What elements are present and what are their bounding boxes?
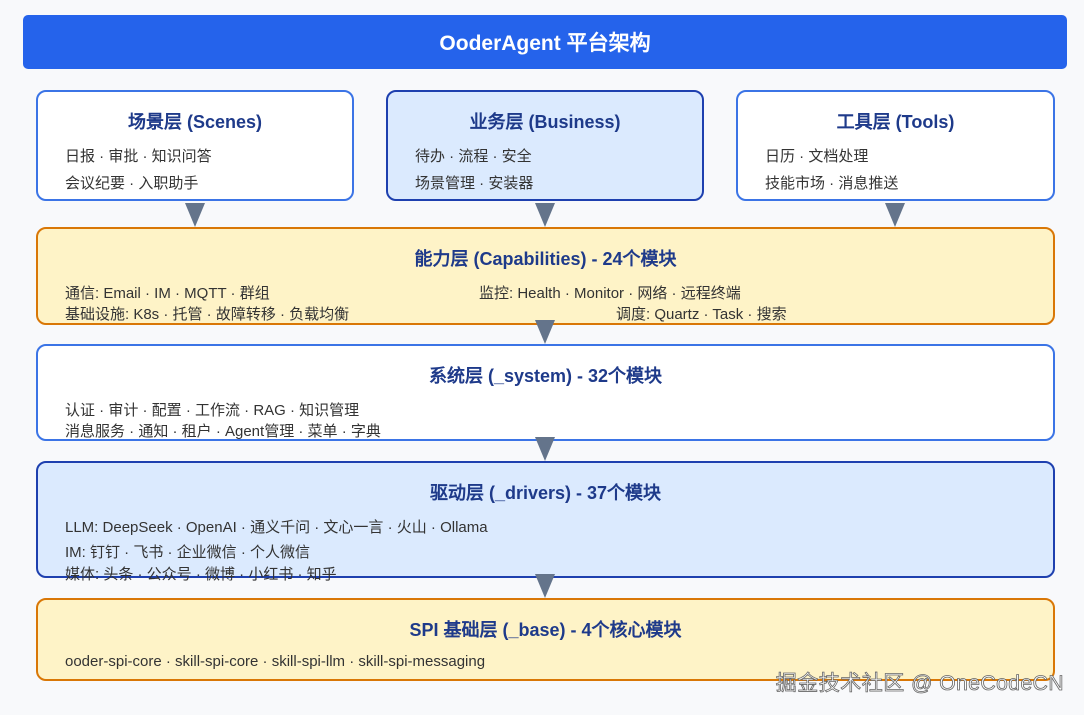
layer-line: LLM: DeepSeek · OpenAI · 通义千问 · 文心一言 · 火… xyxy=(65,519,488,536)
capabilities-layer: 能力层 (Capabilities) - 24个模块 通信: Email · I… xyxy=(36,227,1055,325)
business-layer: 业务层 (Business) 待办 · 流程 · 安全 场景管理 · 安装器 xyxy=(386,90,704,201)
layer-title: 系统层 (_system) - 32个模块 xyxy=(428,366,663,386)
layer-title: SPI 基础层 (_base) - 4个核心模块 xyxy=(409,620,682,640)
scenes-layer: 场景层 (Scenes) 日报 · 审批 · 知识问答 会议纪要 · 入职助手 xyxy=(36,90,354,201)
layer-line: 日报 · 审批 · 知识问答 xyxy=(65,148,212,165)
drivers-layer: 驱动层 (_drivers) - 37个模块 LLM: DeepSeek · O… xyxy=(36,461,1055,583)
layer-line: 认证 · 审计 · 配置 · 工作流 · RAG · 知识管理 xyxy=(65,402,360,419)
diagram-title: OoderAgent 平台架构 xyxy=(23,15,1067,69)
arrow-down-icon xyxy=(535,203,555,227)
tools-layer: 工具层 (Tools) 日历 · 文档处理 技能市场 · 消息推送 xyxy=(736,90,1055,201)
layer-line: 会议纪要 · 入职助手 xyxy=(65,175,199,192)
layer-line: ooder-spi-core · skill-spi-core · skill-… xyxy=(65,653,486,670)
layer-line: 媒体: 头条 · 公众号 · 微博 · 小红书 · 知乎 xyxy=(65,566,337,583)
arrow-down-icon xyxy=(185,203,205,227)
arrow-down-icon xyxy=(535,320,555,344)
layer-title: 能力层 (Capabilities) - 24个模块 xyxy=(414,249,677,269)
watermark: 掘金技术社区 @ OneCodeCN xyxy=(775,672,1064,696)
layer-line: IM: 钉钉 · 飞书 · 企业微信 · 个人微信 xyxy=(65,544,310,561)
layer-title: 工具层 (Tools) xyxy=(836,112,955,132)
layer-line: 基础设施: K8s · 托管 · 故障转移 · 负载均衡 xyxy=(65,306,350,323)
layer-line: 日历 · 文档处理 xyxy=(765,148,869,165)
layer-line: 场景管理 · 安装器 xyxy=(415,175,534,192)
arrow-down-icon xyxy=(885,203,905,227)
layer-line: 技能市场 · 消息推送 xyxy=(765,175,899,192)
system-layer: 系统层 (_system) - 32个模块 认证 · 审计 · 配置 · 工作流… xyxy=(36,344,1055,441)
layer-line: 调度: Quartz · Task · 搜索 xyxy=(616,306,787,323)
arrow-down-icon xyxy=(535,437,555,461)
layer-line: 待办 · 流程 · 安全 xyxy=(415,148,532,165)
base-layer: SPI 基础层 (_base) - 4个核心模块 ooder-spi-core … xyxy=(36,598,1055,681)
layer-line: 通信: Email · IM · MQTT · 群组 xyxy=(65,285,270,302)
layer-line: 监控: Health · Monitor · 网络 · 远程终端 xyxy=(479,285,741,302)
arrow-down-icon xyxy=(535,574,555,598)
layer-title: 业务层 (Business) xyxy=(469,112,621,132)
layer-title: 场景层 (Scenes) xyxy=(127,112,263,132)
layer-title: 驱动层 (_drivers) - 37个模块 xyxy=(429,483,662,503)
layer-line: 消息服务 · 通知 · 租户 · Agent管理 · 菜单 · 字典 xyxy=(65,423,381,440)
